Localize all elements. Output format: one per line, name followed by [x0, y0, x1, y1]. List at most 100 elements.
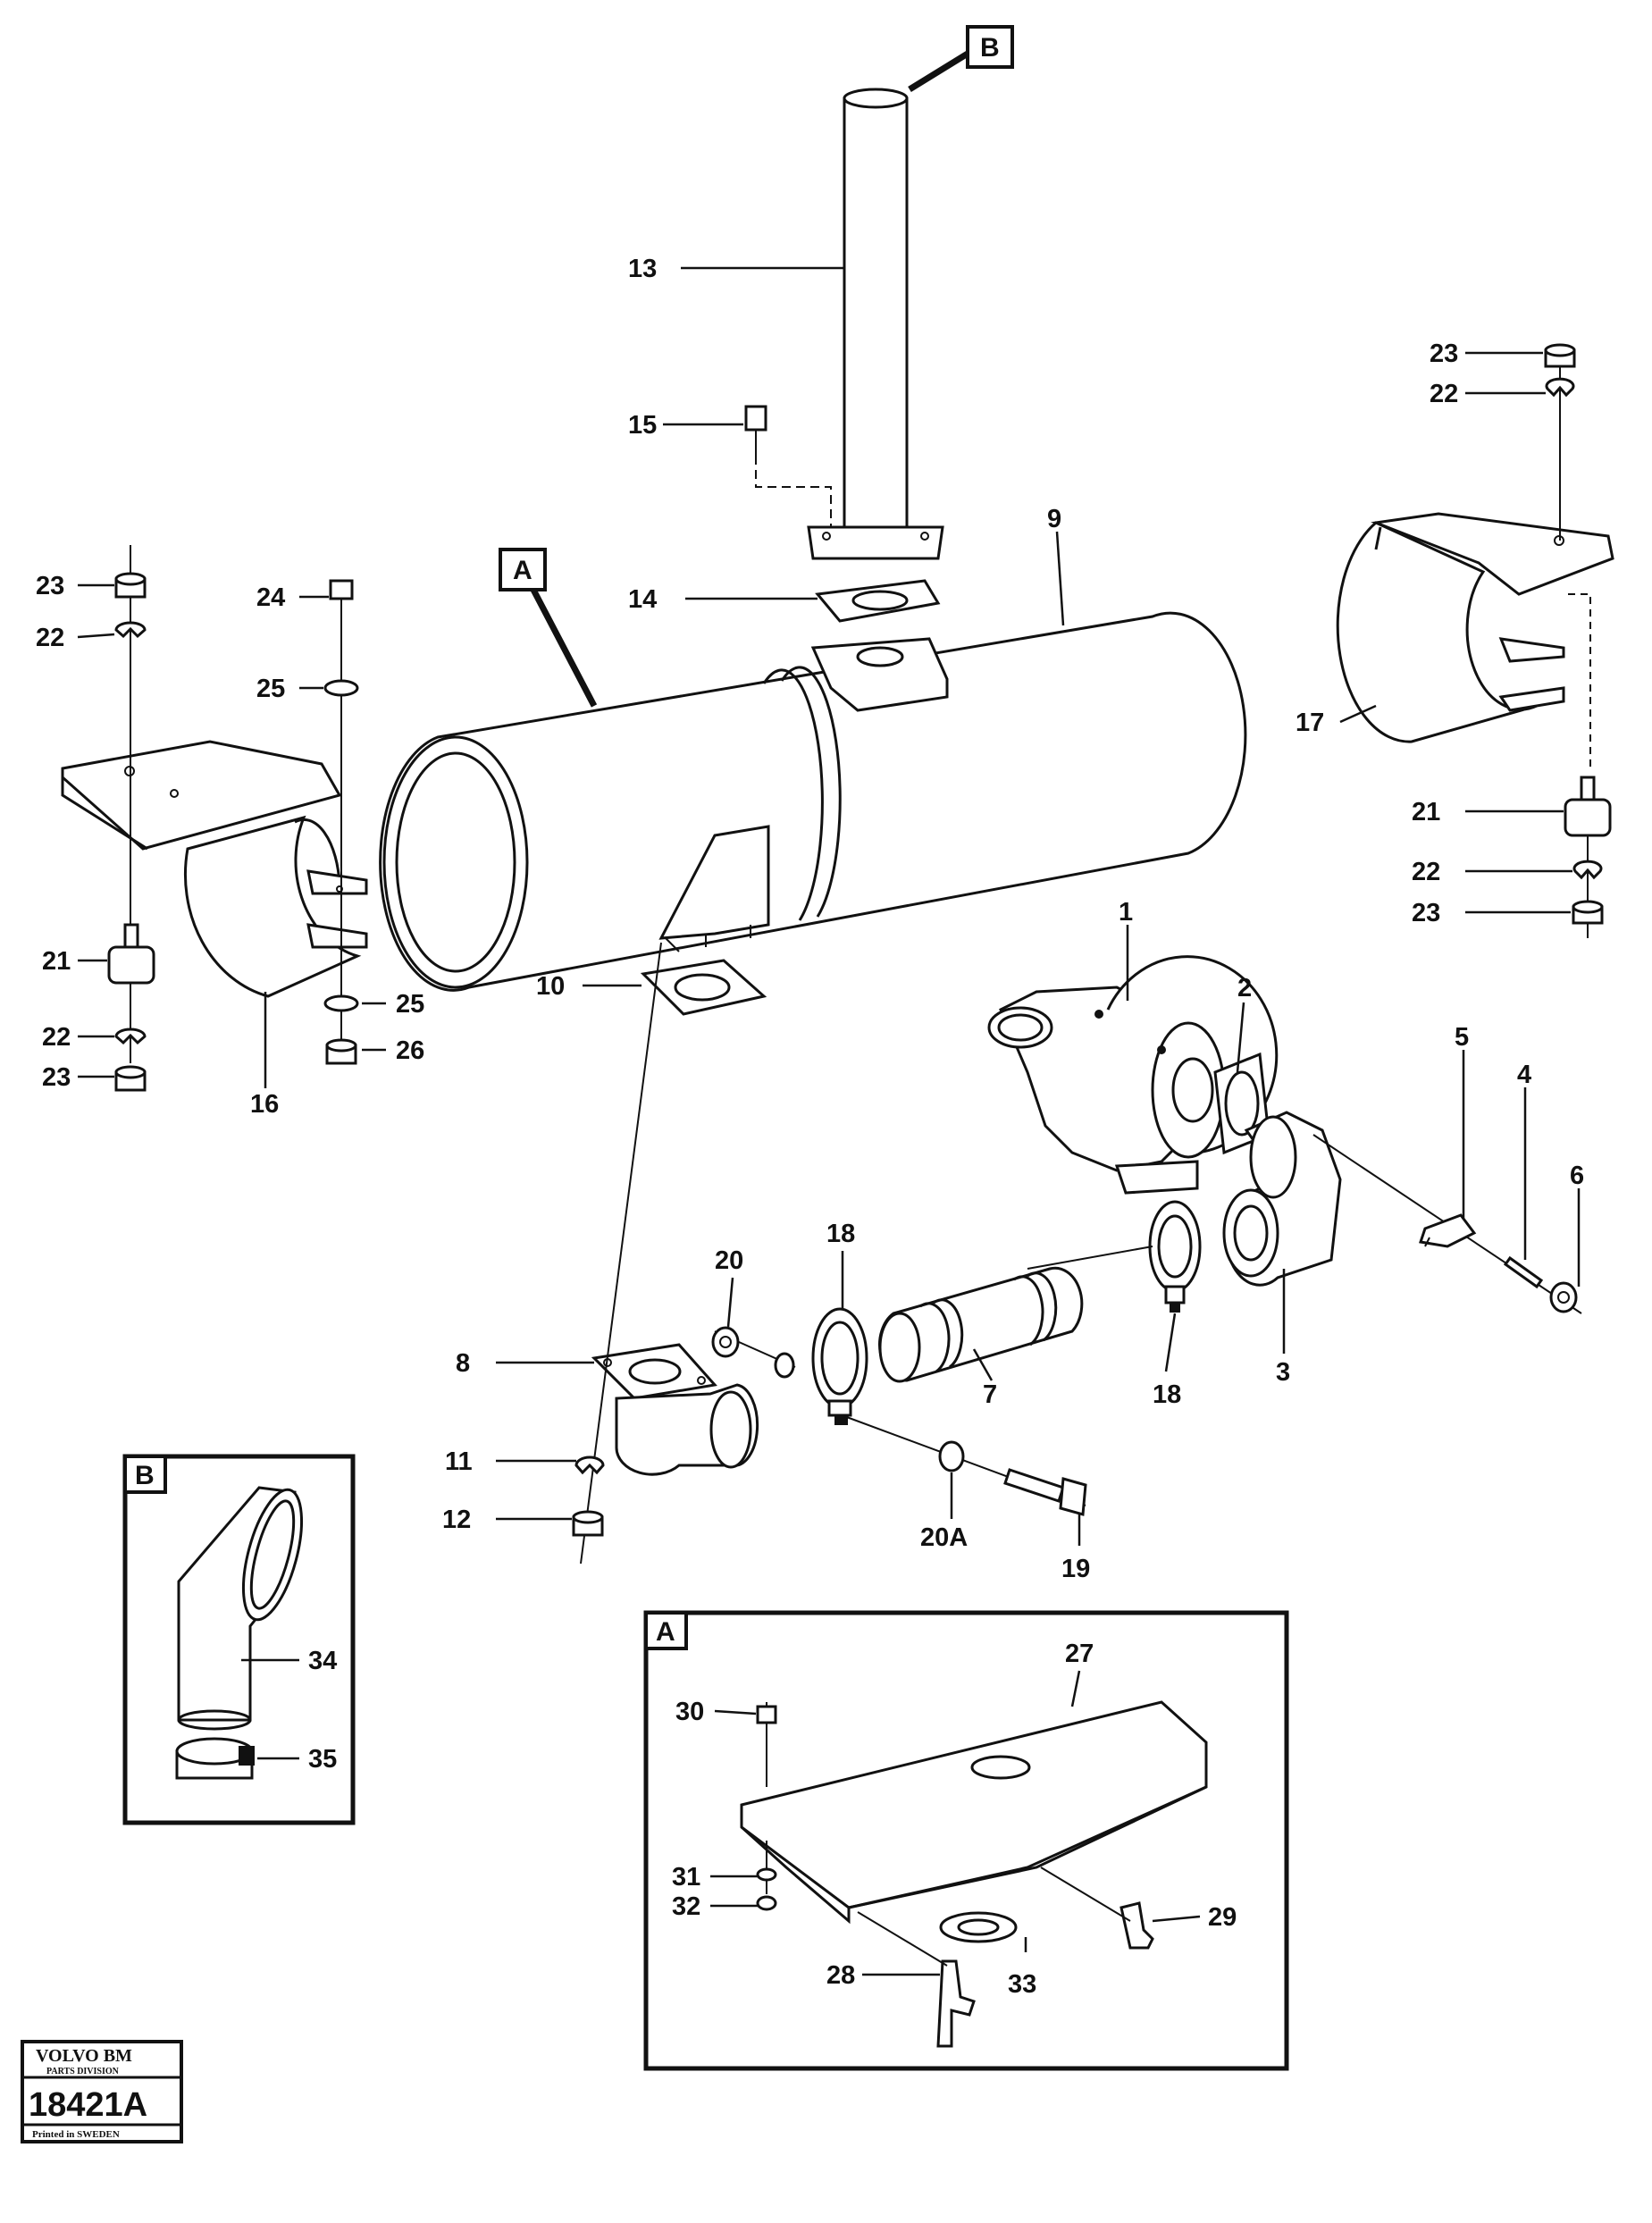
lock-washer [1545, 377, 1575, 398]
stamp-footer: Printed in SWEDEN [32, 2129, 120, 2140]
callout-8: 8 [456, 1349, 470, 1378]
nut [1549, 1281, 1578, 1313]
lock-washer [574, 1455, 605, 1475]
callout-30: 30 [675, 1698, 704, 1726]
clamp [811, 1307, 868, 1425]
callout-18-right: 18 [1153, 1380, 1181, 1409]
nut [711, 1326, 740, 1358]
lock-washer [114, 1028, 147, 1045]
callout-34: 34 [308, 1647, 337, 1675]
washer [756, 1867, 777, 1882]
gasket [640, 959, 767, 1016]
callout-28: 28 [826, 1961, 855, 1990]
callout-25-top: 25 [256, 675, 285, 703]
callout-23-left-top: 23 [36, 572, 64, 600]
reference-marker-a: A [499, 548, 598, 708]
callout-17: 17 [1296, 709, 1324, 737]
callout-labels: 1 2 3 4 5 6 7 8 9 10 11 12 13 14 15 16 1… [36, 255, 1584, 1583]
callout-15: 15 [628, 411, 657, 440]
callout-22-right-bottom: 22 [1412, 858, 1440, 886]
callout-25-bottom: 25 [396, 990, 424, 1019]
clamp [1148, 1200, 1202, 1313]
callout-5: 5 [1455, 1023, 1469, 1052]
callout-23-right-bottom: 23 [1412, 899, 1440, 927]
detail-a-panel: A [643, 1610, 1289, 2071]
lock-washer [114, 621, 147, 639]
left-mounting-bracket [61, 740, 368, 998]
callout-21-left: 21 [42, 947, 71, 976]
callout-10: 10 [536, 972, 565, 1001]
screw [756, 1705, 777, 1724]
rubber-mount [1564, 776, 1612, 837]
callout-26: 26 [396, 1036, 424, 1065]
washer [323, 679, 359, 697]
callout-29: 29 [1208, 1903, 1237, 1932]
bolt [329, 579, 354, 600]
callout-32: 32 [672, 1892, 700, 1921]
nut [572, 1510, 604, 1537]
callout-22-left-top: 22 [36, 624, 64, 652]
callout-9: 9 [1047, 505, 1061, 533]
callout-31: 31 [672, 1863, 700, 1892]
washer [938, 1440, 965, 1472]
callout-20: 20 [715, 1246, 743, 1275]
reference-marker-b: B [908, 25, 1014, 92]
lock-washer [1572, 860, 1603, 880]
nut [1572, 900, 1604, 925]
bolt [1503, 1255, 1544, 1289]
rubber-mount [107, 923, 155, 985]
callout-23-right-top: 23 [1430, 340, 1458, 368]
callout-6: 6 [1570, 1162, 1584, 1190]
stamp-division: PARTS DIVISION [46, 2067, 120, 2076]
tail-pipe [807, 88, 944, 560]
clamp [1419, 1213, 1477, 1248]
parts-stamp: VOLVO BM PARTS DIVISION 18421A Printed i… [21, 2040, 183, 2143]
gasket [815, 579, 941, 623]
callout-2: 2 [1237, 974, 1252, 1002]
ref-b-label: B [980, 33, 1000, 63]
exhaust-stack-cap [177, 1486, 304, 1731]
washer [323, 994, 359, 1012]
callout-11: 11 [445, 1447, 473, 1476]
callout-21-right: 21 [1412, 798, 1440, 826]
washer [774, 1352, 795, 1379]
callout-14: 14 [628, 585, 657, 614]
hose-clamp [175, 1737, 255, 1780]
flanged-elbow [591, 1343, 759, 1476]
stamp-number: 18421A [29, 2086, 147, 2124]
gasket [939, 1911, 1018, 1943]
detail-b-label: B [135, 1461, 155, 1490]
bolt [744, 405, 832, 527]
callout-22-left-bottom: 22 [42, 1023, 71, 1052]
callout-7: 7 [983, 1380, 997, 1409]
nut [325, 1038, 357, 1065]
detail-b-panel: B 34 35 [122, 1454, 356, 1825]
callout-16: 16 [250, 1090, 279, 1119]
callout-20a: 20A [920, 1523, 968, 1552]
callout-35: 35 [308, 1745, 337, 1774]
callout-4: 4 [1517, 1061, 1531, 1089]
callout-24: 24 [256, 583, 285, 612]
callout-1: 1 [1119, 898, 1133, 927]
heat-shield [740, 1700, 1208, 1925]
callout-12: 12 [442, 1506, 471, 1534]
nut [756, 1895, 777, 1911]
ref-a-label: A [513, 556, 532, 585]
leader-lines [77, 266, 1581, 1546]
intermediate-pipe [878, 1266, 1084, 1383]
callout-27: 27 [1065, 1640, 1094, 1668]
stamp-brand: VOLVO BM [36, 2046, 132, 2066]
bracket [936, 1959, 976, 2048]
bolt [1003, 1468, 1087, 1516]
callout-3: 3 [1276, 1358, 1290, 1387]
exhaust-elbow [1222, 1111, 1342, 1287]
bracket [1120, 1901, 1154, 1950]
nut [114, 1065, 147, 1092]
callout-18-left: 18 [826, 1220, 855, 1248]
detail-a-label: A [656, 1617, 675, 1647]
callout-13: 13 [628, 255, 657, 283]
nut [1544, 343, 1576, 368]
nut [114, 572, 147, 599]
callout-19: 19 [1061, 1555, 1090, 1583]
